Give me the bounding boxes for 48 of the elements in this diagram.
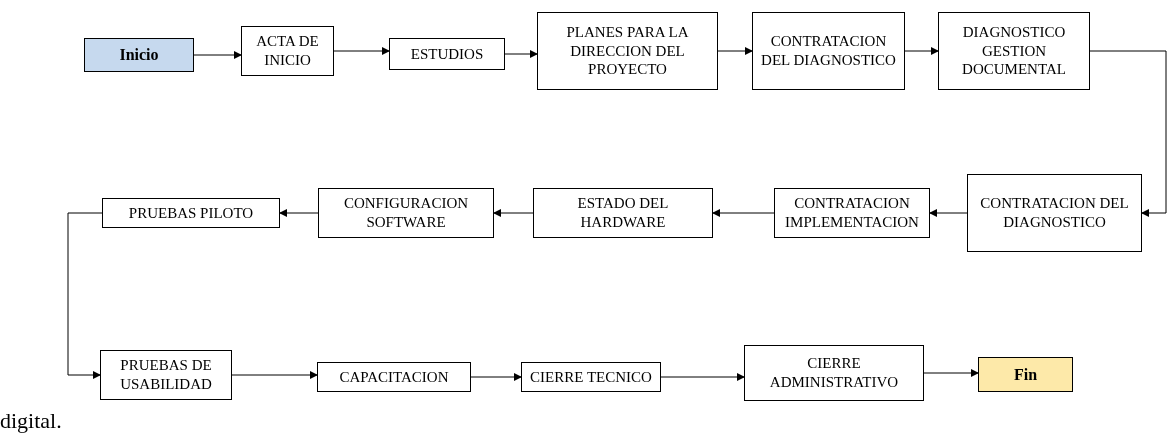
- process-box: [752, 12, 905, 90]
- node-label: Fin: [1013, 364, 1038, 385]
- process-box: [537, 12, 718, 90]
- arrow: [193, 51, 242, 59]
- arrow: [279, 209, 319, 217]
- arrow: [904, 47, 939, 55]
- start-box: [84, 38, 194, 72]
- arrow: [470, 373, 522, 381]
- process-box: [389, 38, 505, 70]
- process-box: [317, 362, 471, 392]
- node-label: PRUEBAS DE USABILIDAD: [119, 356, 213, 394]
- node-label: CONFIGURACION SOFTWARE: [342, 194, 470, 232]
- node-label: CONTRATACION IMPLEMENTACION: [784, 194, 920, 232]
- arrow: [717, 47, 753, 55]
- node-label: PRUEBAS PILOTO: [128, 203, 254, 223]
- arrow: [1089, 50, 1167, 217]
- note-text: digital.: [0, 408, 62, 433]
- end-box: [978, 357, 1073, 392]
- process-box: [102, 198, 280, 228]
- arrow: [712, 209, 775, 217]
- node-label: CIERRE ADMINISTRATIVO: [768, 354, 900, 392]
- process-box: [938, 12, 1090, 90]
- arrow: [504, 50, 538, 58]
- process-box: [318, 188, 494, 238]
- process-box: [774, 188, 930, 238]
- node-label: ESTUDIOS: [410, 44, 484, 64]
- process-box: [241, 26, 334, 76]
- arrow: [660, 373, 745, 381]
- process-box: [967, 174, 1142, 252]
- node-label: ESTADO DEL HARDWARE: [576, 194, 670, 232]
- node-label: CONTRATACION DEL DIAGNOSTICO: [979, 194, 1130, 232]
- process-box: [744, 345, 924, 401]
- process-box: [533, 188, 713, 238]
- arrow: [923, 369, 979, 377]
- node-label: PLANES PARA LA DIRECCION DEL PROYECTO: [565, 22, 690, 80]
- node-label: ACTA DE INICIO: [255, 32, 320, 70]
- node-label: Inicio: [119, 45, 159, 65]
- arrow: [493, 209, 534, 217]
- node-label: CAPACITACION: [339, 367, 449, 387]
- node-label: CIERRE TECNICO: [530, 367, 652, 387]
- arrow: [333, 47, 390, 55]
- arrow: [929, 209, 968, 217]
- node-label: CONTRATACION DEL DIAGNOSTICO: [760, 32, 897, 70]
- arrow: [67, 212, 103, 379]
- arrow: [231, 371, 318, 379]
- process-box: [521, 362, 661, 392]
- process-box: [100, 350, 232, 400]
- node-label: DIAGNOSTICO GESTION DOCUMENTAL: [961, 22, 1067, 80]
